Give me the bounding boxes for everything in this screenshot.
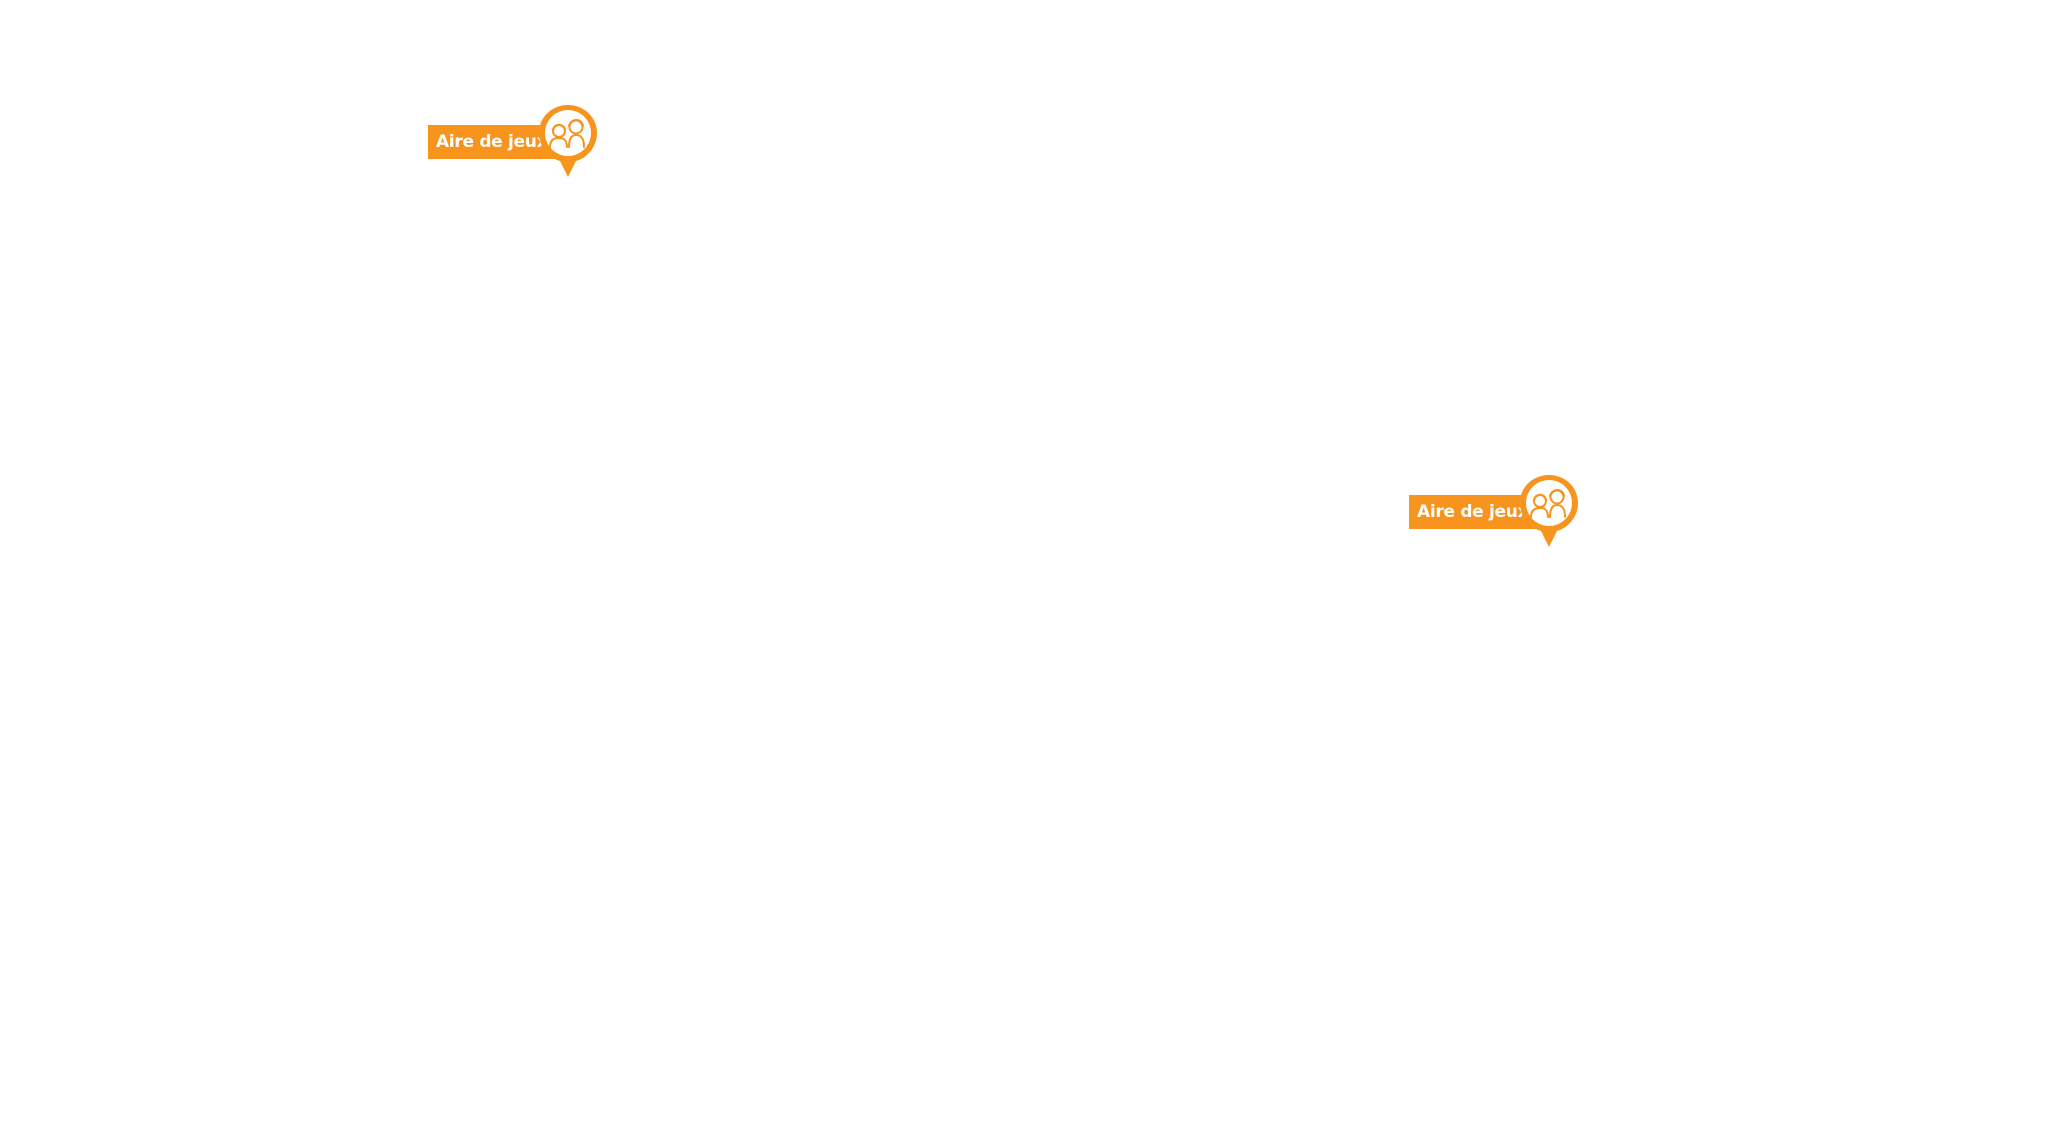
playground-marker[interactable]: Aire de jeux (428, 103, 608, 183)
marker-label: Aire de jeux (1409, 495, 1541, 529)
children-playground-icon (1520, 475, 1578, 547)
children-playground-icon (539, 105, 597, 177)
playground-marker[interactable]: Aire de jeux (1409, 473, 1589, 553)
marker-label: Aire de jeux (428, 125, 560, 159)
